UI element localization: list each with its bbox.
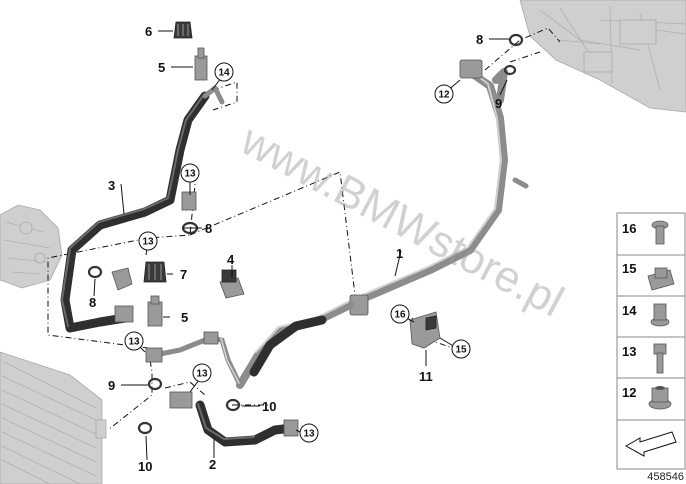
legend-label-12: 12 (622, 385, 636, 400)
legend-row-15: 15 (622, 261, 675, 291)
callout-2: 2 (209, 457, 216, 472)
cap-valve-7 (143, 261, 167, 283)
circled-16: 16 (394, 310, 406, 321)
circled-15: 15 (455, 345, 467, 356)
legend-row-16: 16 (622, 220, 669, 245)
callout-8-top: 8 (476, 32, 483, 47)
circled-callouts: 14 12 13 13 13 13 13 16 15 (124, 62, 471, 443)
legend-row-14: 14 (622, 303, 670, 327)
torx-bolt-icon (651, 220, 669, 245)
legend-label-14: 14 (622, 303, 637, 318)
bracket-11 (409, 311, 441, 349)
hose-3 (60, 85, 225, 333)
callout-10-right: 10 (262, 399, 276, 414)
callout-8-mid: 8 (205, 221, 212, 236)
callout-10-left: 10 (138, 459, 152, 474)
legend-label-16: 16 (622, 221, 636, 236)
spring-nut-icon (647, 267, 675, 291)
ghost-condenser (0, 351, 107, 484)
collar-nut-icon (648, 386, 672, 410)
callout-numbers: 6 5 8 9 3 8 4 1 7 8 5 11 9 10 2 10 (89, 24, 502, 474)
callout-6: 6 (145, 24, 152, 39)
circled-14: 14 (218, 68, 230, 79)
callout-9-bottom: 9 (108, 378, 115, 393)
legend-label-15: 15 (622, 261, 636, 276)
fastener-legend: 16 15 14 13 (616, 212, 686, 470)
hex-bolt-icon (653, 343, 667, 374)
callout-9-top: 9 (495, 96, 502, 111)
callout-5-top: 5 (158, 60, 165, 75)
legend-row-13: 13 (622, 343, 667, 374)
o-rings (87, 33, 524, 435)
callout-11: 11 (419, 369, 433, 384)
ghost-compressor (0, 204, 63, 289)
callout-7: 7 (180, 267, 187, 282)
reference-number: 458546 (647, 471, 684, 483)
circled-12: 12 (438, 90, 450, 101)
pipe-1 (145, 59, 529, 389)
callout-4: 4 (227, 252, 235, 267)
callout-5-mid: 5 (181, 310, 188, 325)
circled-13-mid: 13 (128, 337, 140, 348)
circled-13-lower: 13 (196, 369, 208, 380)
legend-label-13: 13 (622, 344, 636, 359)
callout-1: 1 (396, 246, 403, 261)
callout-3: 3 (108, 178, 115, 193)
circled-13-bottom: 13 (303, 429, 315, 440)
circled-13-left: 13 (142, 237, 154, 248)
hose-2 (169, 391, 299, 447)
watermark: www.BMWstore.pl (232, 115, 571, 326)
valve-core-5 (147, 295, 163, 327)
ghost-heater-box (519, 0, 686, 113)
cap-valve-top (173, 21, 193, 39)
flange-bolt-icon (650, 303, 670, 327)
legend-direction-arrow-icon (624, 431, 677, 457)
callout-8-left: 8 (89, 295, 96, 310)
circled-13-top: 13 (184, 169, 196, 180)
legend-row-12: 12 (622, 385, 672, 410)
valve-core-top (194, 47, 208, 81)
